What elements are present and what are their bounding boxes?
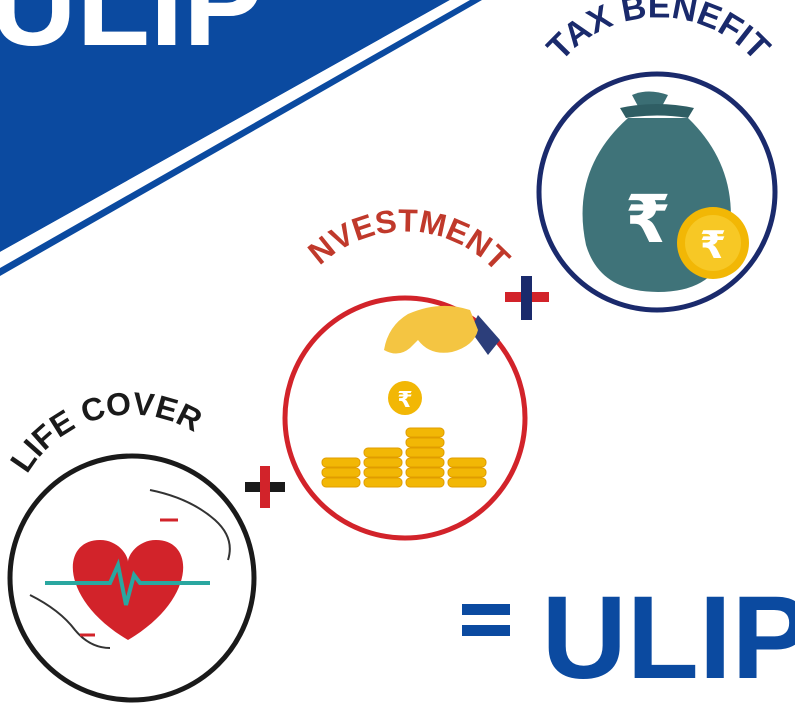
hand-icon: ₹ [384, 305, 500, 415]
equals-operator [462, 604, 510, 636]
life-cover-circle: LIFE COVER [3, 385, 257, 703]
falling-coin-rupee: ₹ [397, 388, 412, 413]
gold-coin-icon: ₹ [677, 207, 749, 279]
coin-stacks-icon [321, 427, 487, 488]
plus-operator-2 [505, 276, 549, 320]
coin-rupee-symbol: ₹ [700, 223, 726, 267]
banner-text: ULIP [0, 0, 263, 71]
tax-benefit-label: TAX BENEFIT [540, 0, 778, 68]
plus-operator-1 [245, 466, 285, 508]
rupee-symbol: ₹ [625, 181, 671, 258]
top-banner: ULIP [0, 0, 482, 276]
result-ulip-text: ULIP [542, 572, 795, 704]
tax-benefit-circle: TAX BENEFIT ₹ ₹ [536, 0, 778, 313]
heart-hands-icon [29, 489, 231, 649]
